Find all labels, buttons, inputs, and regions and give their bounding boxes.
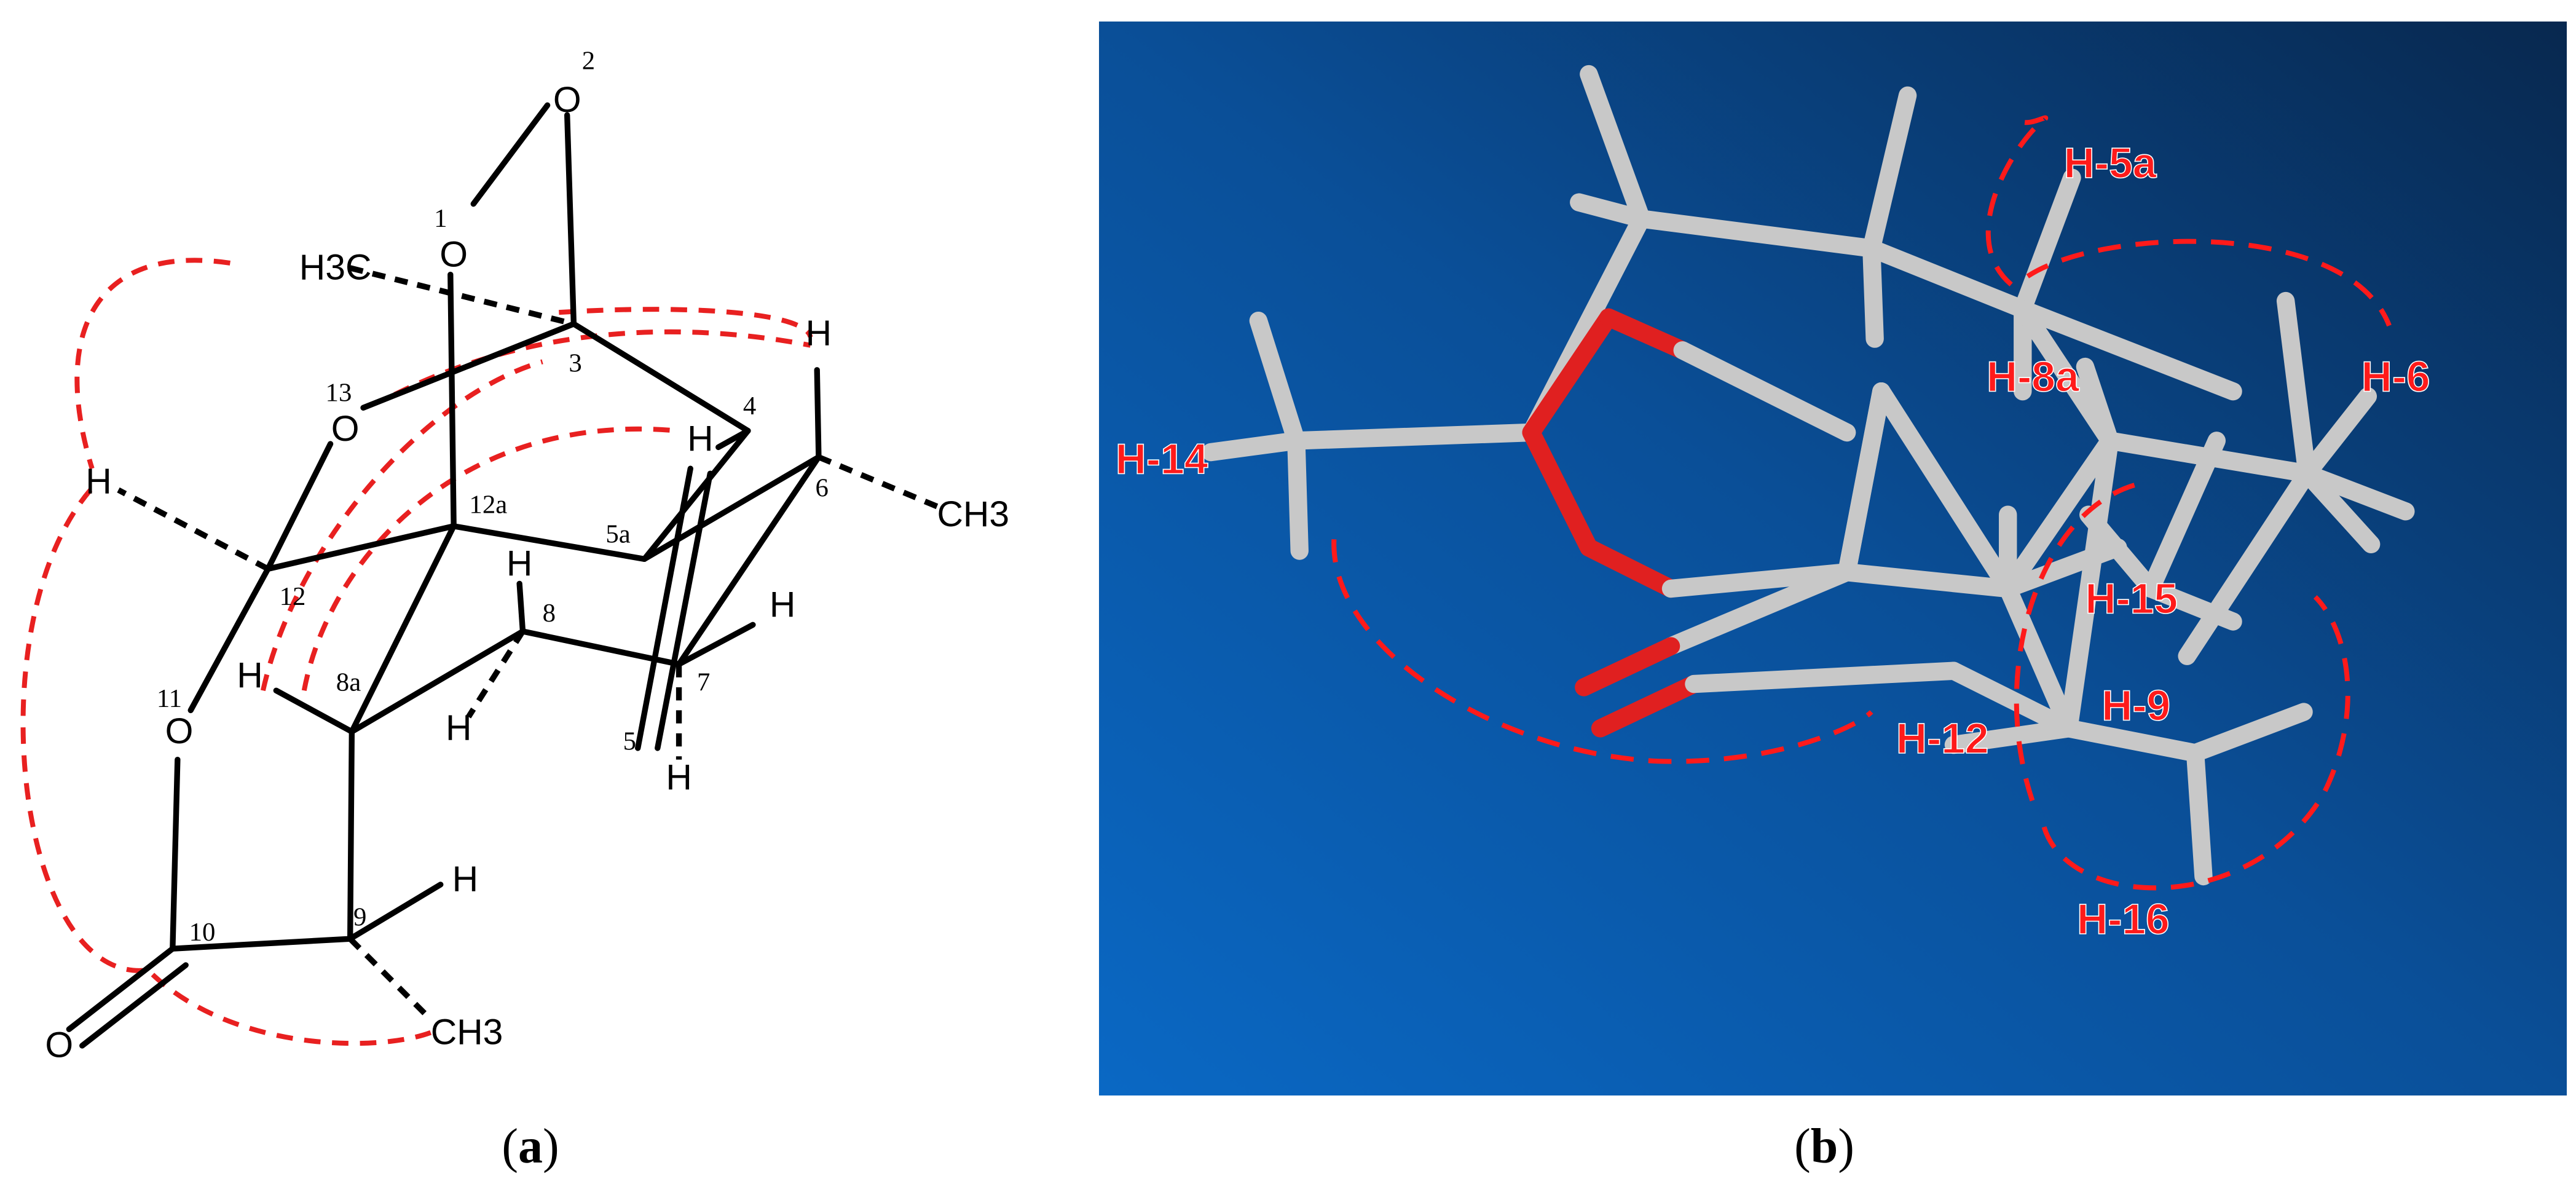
bond-network [1202, 65, 2415, 886]
num-2: 2 [582, 46, 595, 75]
num-6: 6 [816, 474, 829, 503]
num-9: 9 [353, 903, 366, 932]
atom-o-carbonyl: O [45, 1025, 73, 1065]
num-5a: 5a [605, 520, 630, 549]
solid-bonds [66, 102, 822, 1049]
label-h14: H-14 [1116, 435, 1208, 483]
atom-labels: O O O O O H3C CH3 CH3 H H H H H H H H H [45, 80, 1009, 1065]
num-4: 4 [743, 392, 756, 420]
noe-h8a-h6 [2026, 239, 2392, 327]
atom-o13: O [331, 409, 360, 449]
caption-a: (a) [502, 1119, 559, 1174]
atom-h-6: H [806, 314, 832, 353]
atom-h-7b: H [666, 757, 691, 797]
num-3: 3 [569, 349, 581, 377]
noe-h9-h16 [2041, 595, 2350, 891]
noe-arc-h3c-h12 [74, 258, 231, 470]
noe-arc-h8a-h5 [301, 426, 678, 692]
atom-h-12: H [85, 461, 111, 501]
noe-h15-h9 [2014, 483, 2135, 811]
noe-arcs [20, 258, 813, 1046]
panel-b-3d-model: H-5a H-6 H-8a H-14 H-15 H-9 H-12 H-16 [1099, 22, 2567, 1095]
atom-o11: O [165, 711, 194, 751]
atom-o2: O [553, 80, 581, 120]
num-10: 10 [189, 918, 216, 947]
label-h6: H-6 [2361, 353, 2430, 401]
oxygen-bonds [1522, 308, 1703, 738]
position-numbers: 2 1 3 13 4 6 12a 5a 12 8 11 8a 7 5 10 9 [157, 46, 829, 946]
dashed-bonds [117, 265, 939, 1022]
num-5: 5 [623, 727, 636, 756]
num-12a: 12a [469, 490, 507, 519]
caption-b: (b) [1794, 1119, 1854, 1174]
num-1: 1 [434, 204, 447, 233]
model-background [1099, 22, 2567, 1095]
noe-h5a [1985, 115, 2049, 286]
atom-h-7: H [770, 585, 795, 625]
num-8a: 8a [336, 668, 361, 697]
atom-h-8: H [506, 543, 532, 583]
noe-ellipses [1331, 115, 2392, 891]
label-h15: H-15 [2085, 575, 2178, 623]
num-13: 13 [326, 379, 352, 408]
label-h5a: H-5a [2064, 139, 2157, 187]
atom-ch3-6: CH3 [937, 494, 1009, 534]
atom-h-9: H [452, 859, 478, 899]
label-h12: H-12 [1896, 714, 1989, 762]
num-7: 7 [697, 668, 710, 697]
atom-h-5: H [687, 419, 713, 459]
atom-h-8a: H [237, 655, 262, 695]
model-render: H-5a H-6 H-8a H-14 H-15 H-9 H-12 H-16 [1115, 65, 2431, 944]
label-h8a: H-8a [1987, 353, 2080, 401]
atom-o1: O [439, 234, 468, 274]
num-12: 12 [280, 582, 306, 611]
noe-arc-ch3-h6 [559, 307, 813, 338]
atom-ch3-9: CH3 [431, 1012, 503, 1052]
atom-h3c: H3C [299, 248, 372, 288]
label-h16: H-16 [2077, 895, 2170, 943]
num-8: 8 [543, 599, 556, 628]
noe-h14-h12 [1331, 539, 1873, 764]
proton-labels: H-5a H-6 H-8a H-14 H-15 H-9 H-12 H-16 [1115, 138, 2431, 944]
num-11: 11 [157, 684, 182, 713]
atom-h-8b: H [446, 708, 471, 748]
panel-a-structure: O O O O O H3C CH3 CH3 H H H H H H H H H … [20, 46, 1009, 1065]
noe-arc-h8a-h3c [261, 359, 543, 692]
label-h9: H-9 [2101, 681, 2170, 729]
noe-arc-h12-ch3 [20, 488, 432, 1046]
